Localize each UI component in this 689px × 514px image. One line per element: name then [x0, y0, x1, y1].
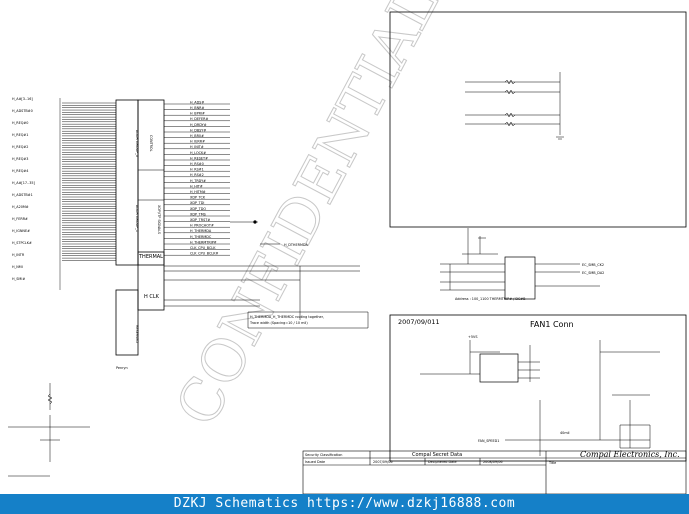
cpu-right-net-label: XDP_TDO: [190, 207, 206, 211]
svg-text:CONTROL: CONTROL: [149, 135, 153, 152]
schematic-drawing: CONFIDENTIAL ADDR GROUP_0 ADDR GROUP_1 C…: [8, 0, 687, 495]
sheet-date: 2007/09/011: [398, 318, 440, 326]
cpu-left-net-label: H_A20M#: [12, 205, 29, 209]
top-right-frame: [389, 11, 687, 228]
cpu-left-net-label: H_ADSTB#1: [12, 193, 33, 197]
cpu-right-net-label: H_IERR#: [190, 140, 205, 144]
cpu-part-label: Penryn: [116, 366, 128, 370]
address-note: Address : 100_1100 THERMTRIP# / DC#B: [455, 297, 526, 301]
cpu-left-net-label: H_REQ#2: [12, 145, 28, 149]
thermal-routing: [164, 220, 369, 329]
smbus-clk-net: EC_SMB_CK2: [582, 263, 604, 267]
thermal-sensor-ic: [504, 256, 536, 300]
cpu-right-net-label: CLK_CPU_BCLK: [190, 246, 216, 250]
cpu-right-net-label: CLK_CPU_BCLK#: [190, 252, 219, 256]
cpu-control-block: [137, 99, 165, 266]
fan-speed-net: FAN_SPEED1: [478, 439, 499, 443]
cpu-right-net-label: XDP_TMS: [190, 212, 206, 216]
cpu-right-net-label: H_HIT#: [190, 184, 203, 188]
cpu-misc-block: [115, 289, 139, 356]
cpu-left-net-label: H_SMI#: [12, 277, 25, 281]
cpu-right-net-label: H_LOCK#: [190, 151, 206, 155]
thermal-block-label: THERMAL: [138, 254, 163, 260]
thermal-routing-note-2: Trace width (Spacing=10 / 10 mil): [249, 321, 308, 325]
issued-label: Issued Date: [305, 460, 325, 464]
cpu-thermal-block: [137, 251, 165, 311]
cpu-right-net-label: H_TRDY#: [190, 179, 206, 183]
dtherm-net: H_DTHERMDA: [284, 243, 308, 247]
fan-driver-ic: [479, 353, 519, 383]
cpu-left-net-label: H_REQ#0: [12, 121, 28, 125]
cpu-right-net-label: H_DRDY#: [190, 123, 207, 127]
cpu-left-net-label: H_INTR: [12, 253, 25, 257]
cpu-left-net-label: H_STPCLK#: [12, 241, 32, 245]
prochot-circuit: [8, 383, 90, 477]
cpu-left-net-label: H_REQ#1: [12, 133, 28, 137]
cpu-right-net-label: H_THERMDA: [190, 229, 212, 233]
fan-frame: [389, 314, 687, 462]
cpu-left-net-label: H_A#[3..16]: [12, 97, 33, 101]
cpu-right-net-label: H_RS#0: [190, 162, 204, 166]
top-right-resistor-network: [465, 72, 564, 140]
security-classification: Security Classification: [305, 453, 342, 457]
cpu-right-net-label: H_RESET#: [190, 156, 208, 160]
schematic-sheet: CONFIDENTIAL ADDR GROUP_0 ADDR GROUP_1 C…: [8, 0, 687, 495]
cpu-right-net-label: H_BNR#: [190, 106, 204, 110]
cpu-right-net-label: H_RS#2: [190, 173, 204, 177]
cpu-right-net-label: H_DEFER#: [190, 117, 208, 121]
compal-secret: Compal Secret Data: [412, 452, 462, 458]
cpu-left-bus-lines: [59, 98, 116, 290]
deciphered-date: 2008/09/06: [483, 460, 503, 464]
title-block: [302, 450, 687, 495]
fan-circuit-wiring: [420, 340, 660, 456]
svg-text:ADDR GROUP_1: ADDR GROUP_1: [135, 205, 139, 232]
cpu-left-net-label: H_IGNNE#: [12, 229, 30, 233]
cpu-right-net-label: H_DBSY#: [190, 128, 206, 132]
fan-trace-width: 40mil: [560, 431, 570, 435]
cpu-right-net-label: H_RS#1: [190, 168, 204, 172]
cpu-right-net-label: H_ADS#: [190, 100, 204, 104]
cpu-right-net-label: XDP_TRST#: [190, 218, 210, 222]
fan-title: FAN1 Conn: [530, 320, 574, 329]
cpu-left-net-label: H_NMI: [12, 265, 23, 269]
smbus-data-net: EC_SMB_DA2: [582, 271, 604, 275]
cpu-right-net-label: H_INIT#: [190, 145, 204, 149]
company-name: Compal Electronics, Inc.: [580, 450, 680, 459]
svg-text:RESERVED: RESERVED: [135, 325, 139, 343]
svg-text:XDP/ITP SIGNALS: XDP/ITP SIGNALS: [157, 205, 161, 234]
deciphered-label: Deciphered Date: [428, 460, 457, 464]
cpu-right-net-label: H_THERMTRIP#: [190, 240, 217, 244]
hclk-block-label: H CLK: [144, 294, 160, 300]
cpu-right-net-label: XDP_TCK: [190, 196, 206, 200]
cpu-left-net-label: H_REQ#3: [12, 157, 28, 161]
cpu-right-net-label: H_HITM#: [190, 190, 206, 194]
thermal-sensor-wiring: [440, 228, 600, 291]
cpu-right-net-label: XDP_TDI: [190, 201, 204, 205]
cpu-left-net-label: H_ADSTB#0: [12, 109, 33, 113]
title-label: Title: [548, 461, 556, 465]
site-banner: DZKJ Schematics https://www.dzkj16888.co…: [0, 494, 689, 514]
cpu-right-net-label: H_THERMDC: [190, 235, 212, 239]
cpu-right-net-label: H_PROCHOT#: [190, 224, 214, 228]
cpu-left-net-label: H_A#[17..35]: [12, 181, 36, 185]
cpu-addr-block: [115, 99, 139, 266]
svg-text:ADDR GROUP_0: ADDR GROUP_0: [135, 130, 139, 157]
cpu-right-bus-lines: [164, 103, 230, 256]
cpu-right-net-label: H_BPRI#: [190, 112, 205, 116]
cpu-left-net-label: H_REQ#4: [12, 169, 28, 173]
cpu-left-net-label: H_FERR#: [12, 217, 28, 221]
fan-power-net: +5VS: [468, 335, 477, 339]
cpu-right-net-label: H_BR0#: [190, 134, 204, 138]
thermal-routing-note-1: H_THERMDA_H_THERMDC routing together,: [250, 315, 324, 319]
issued-date: 2007/09/06: [373, 460, 393, 464]
